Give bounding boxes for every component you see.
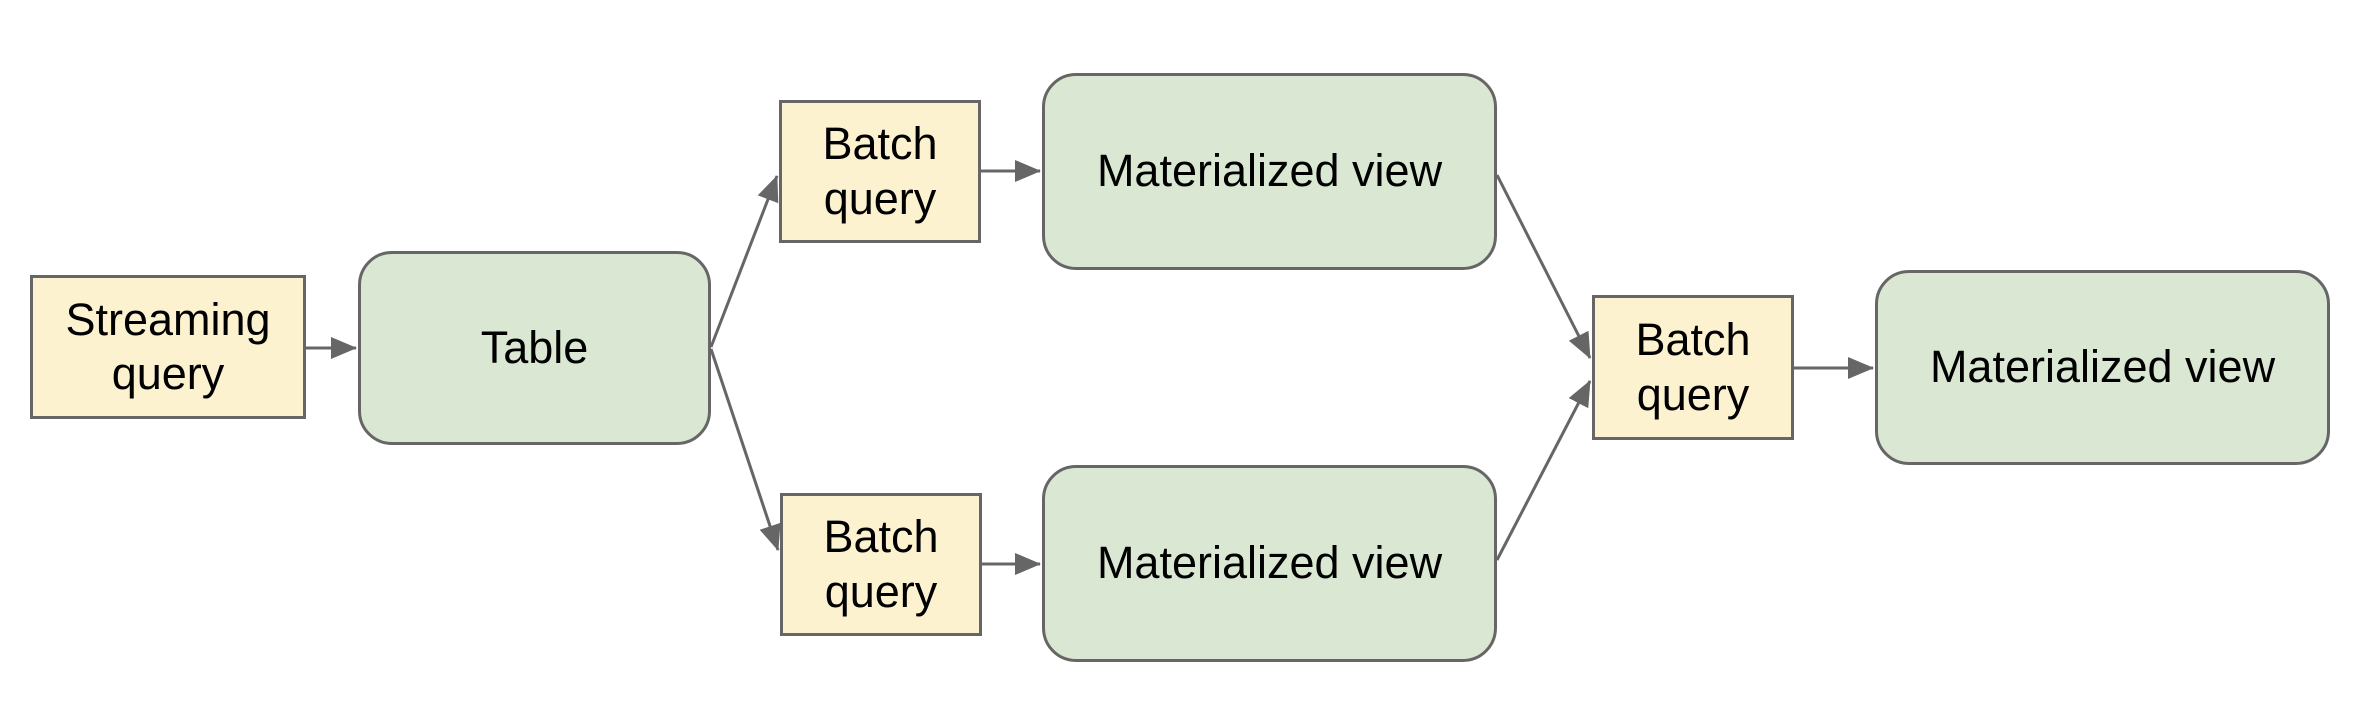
node-label-streaming-query: Streaming query bbox=[65, 293, 271, 399]
node-label-materialized-view-top: Materialized view bbox=[1096, 145, 1443, 197]
node-materialized-view-top: Materialized view bbox=[1042, 73, 1497, 270]
node-label-table: Table bbox=[480, 321, 589, 373]
node-batch-query-top: Batch query bbox=[779, 100, 981, 243]
connector-materialized-view-top-to-batch-query-right bbox=[1495, 174, 1592, 359]
node-table: Table bbox=[358, 251, 711, 445]
node-batch-query-right: Batch query bbox=[1592, 295, 1794, 440]
node-label-materialized-view-bottom: Materialized view bbox=[1096, 537, 1443, 589]
node-label-batch-query-right: Batch query bbox=[1635, 314, 1751, 420]
connector-table-to-batch-query-bottom bbox=[709, 348, 781, 551]
node-materialized-view-bottom: Materialized view bbox=[1042, 465, 1497, 662]
connector-group bbox=[306, 160, 1874, 575]
connector-materialized-view-bottom-to-batch-query-right bbox=[1495, 380, 1592, 561]
node-streaming-query: Streaming query bbox=[30, 275, 306, 419]
node-materialized-view-right: Materialized view bbox=[1875, 270, 2330, 465]
connector-table-to-batch-query-top bbox=[709, 175, 779, 348]
node-batch-query-bottom: Batch query bbox=[780, 493, 982, 636]
node-label-batch-query-bottom: Batch query bbox=[823, 511, 939, 617]
node-label-materialized-view-right: Materialized view bbox=[1929, 341, 2276, 393]
node-label-batch-query-top: Batch query bbox=[822, 118, 938, 224]
